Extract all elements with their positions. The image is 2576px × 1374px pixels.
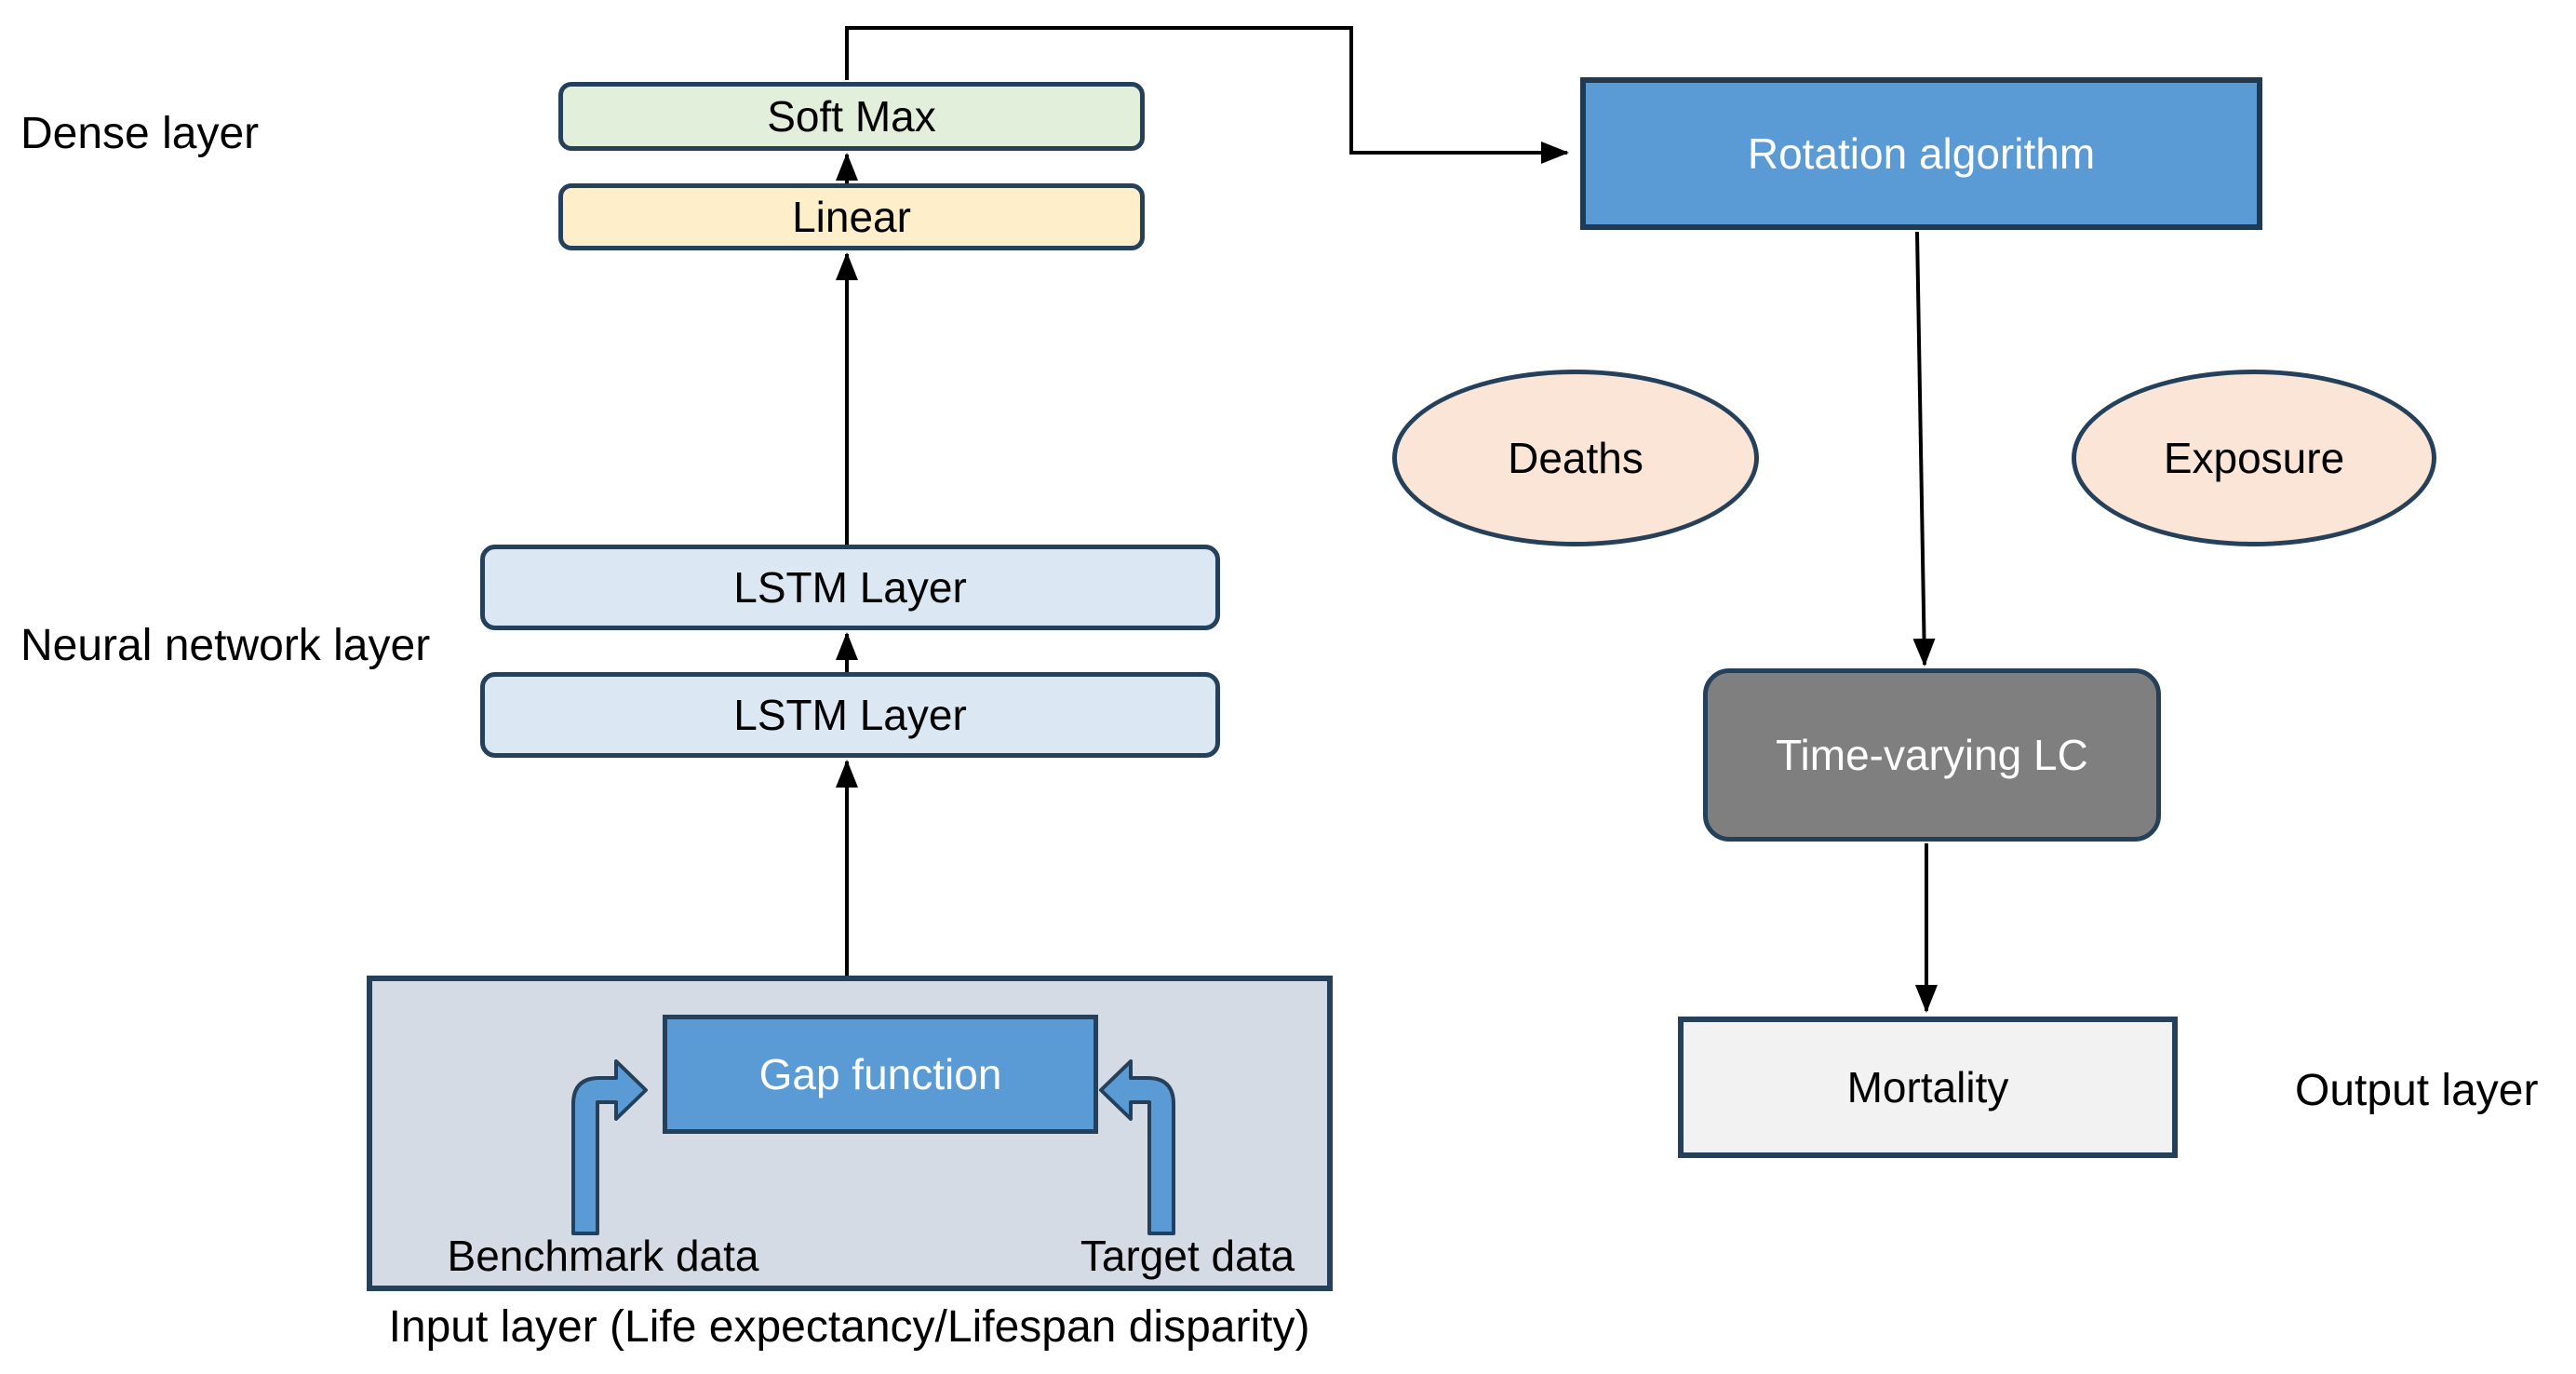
node-deaths-ellipse: Deaths xyxy=(1392,370,1759,546)
node-gap-function: Gap function xyxy=(663,1015,1098,1134)
target-data-label: Target data xyxy=(1080,1232,1295,1280)
node-mortality: Mortality xyxy=(1678,1017,2178,1158)
node-soft-max: Soft Max xyxy=(558,82,1145,151)
node-time-varying-lc: Time-varying LC xyxy=(1703,668,2161,842)
node-rotation-algorithm: Rotation algorithm xyxy=(1580,77,2262,230)
node-exposure-ellipse: Exposure xyxy=(2072,370,2436,546)
node-lstm-layer-top: LSTM Layer xyxy=(480,545,1220,630)
dense-layer-label: Dense layer xyxy=(20,109,260,158)
neural-network-layer-label: Neural network layer xyxy=(20,621,431,670)
input-layer-caption: Input layer (Life expectancy/Lifespan di… xyxy=(388,1302,1310,1352)
benchmark-data-label: Benchmark data xyxy=(447,1232,759,1280)
output-layer-label: Output layer xyxy=(2295,1066,2539,1115)
node-linear: Linear xyxy=(558,183,1145,250)
node-lstm-layer-bottom: LSTM Layer xyxy=(480,672,1220,758)
arrow-rotation-to-timevarying xyxy=(1912,231,1936,667)
